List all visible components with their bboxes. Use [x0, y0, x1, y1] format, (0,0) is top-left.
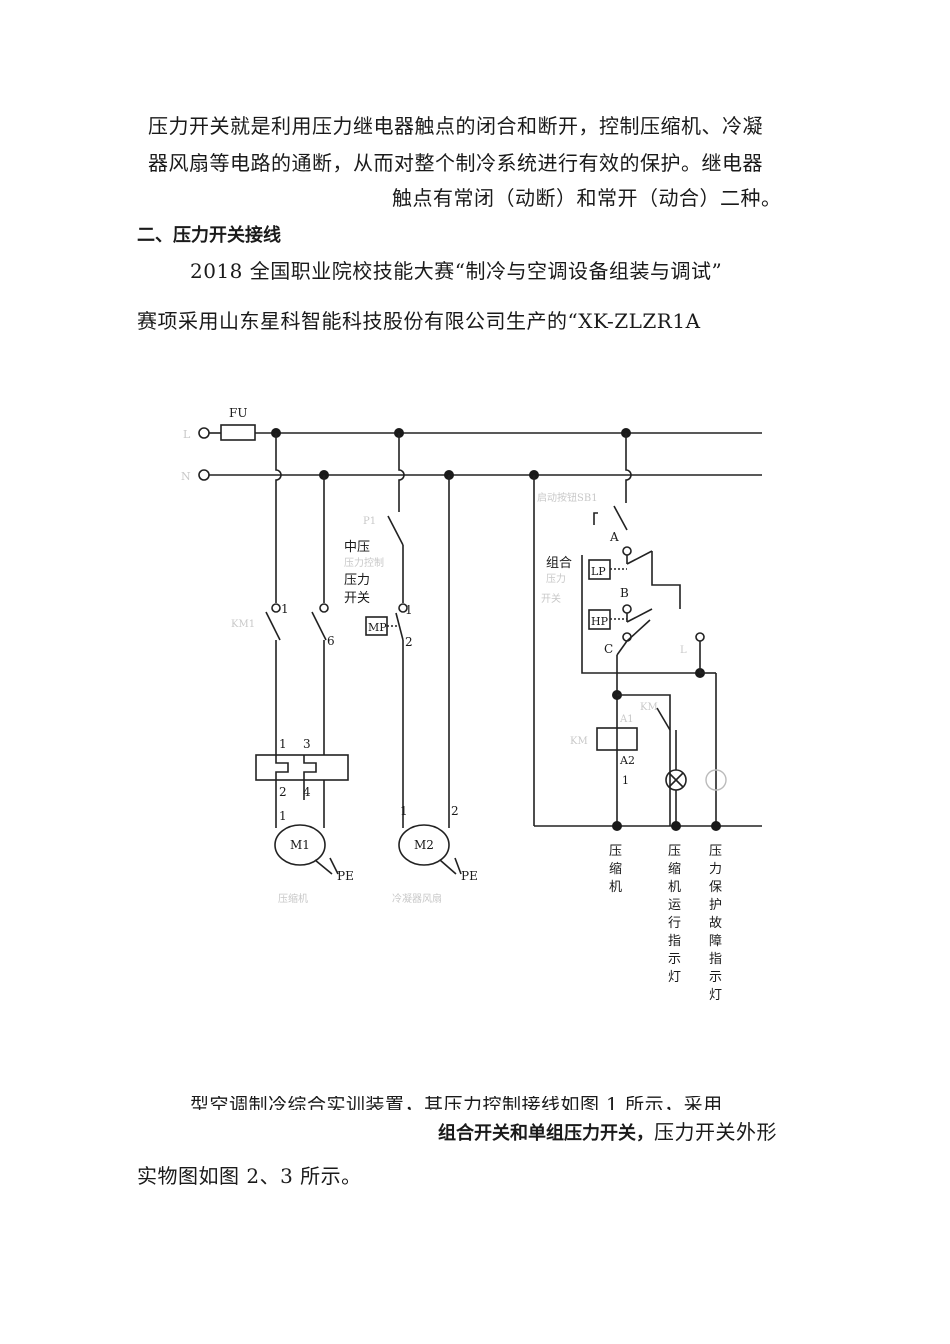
combo-switch-label: 组合	[546, 556, 572, 571]
thermal-relay	[255, 754, 349, 781]
label-n: N	[181, 470, 191, 483]
svg-text:压力控制: 压力控制	[344, 556, 384, 569]
svg-text:机: 机	[668, 880, 681, 895]
svg-text:KM: KM	[570, 736, 588, 747]
label-compressor-run-lamp: 压 缩 机 运 行 指 示 灯	[668, 844, 681, 985]
svg-text:护: 护	[709, 898, 722, 913]
svg-text:开关: 开关	[541, 592, 561, 605]
svg-text:压: 压	[709, 844, 722, 859]
svg-text:示: 示	[709, 970, 722, 985]
motor-m2-label: M2	[414, 838, 434, 852]
figure-caption-cut: 型空调制冷综合实训装置，其压力控制接线如图 1 所示，采用	[190, 1096, 723, 1110]
svg-text:A2: A2	[619, 754, 635, 767]
hp-label: HP	[591, 615, 609, 628]
svg-text:KM: KM	[640, 702, 658, 713]
fuse	[220, 424, 256, 441]
mid-pressure-label-2: 压力	[344, 573, 370, 588]
svg-text:2: 2	[405, 635, 413, 649]
svg-text:启动按钮SB1: 启动按钮SB1	[537, 491, 598, 504]
terminal-l	[198, 427, 210, 439]
svg-text:KM1: KM1	[231, 619, 255, 630]
mp-label: MP	[368, 621, 387, 634]
mid-pressure-label-3: 开关	[344, 591, 370, 606]
para1-line2: 器风扇等电路的通断，从而对整个制冷系统进行有效的保护。继电器	[148, 151, 763, 175]
svg-text:压: 压	[668, 844, 681, 859]
svg-text:缩: 缩	[668, 861, 681, 877]
mid-pressure-label-1: 中压	[344, 540, 370, 555]
svg-text:压: 压	[609, 844, 622, 859]
section-heading: 二、压力开关接线	[137, 225, 281, 246]
para3-line2: 实物图如图 2、3 所示。	[137, 1164, 362, 1188]
svg-text:PE: PE	[337, 869, 354, 883]
m1-contact-6: 6	[327, 634, 335, 648]
svg-text:故: 故	[709, 916, 722, 931]
label-pressure-fault-lamp: 压 力 保 护 故 障 指 示 灯	[709, 844, 722, 1003]
svg-text:行: 行	[668, 916, 681, 931]
svg-text:1: 1	[279, 737, 287, 751]
svg-text:缩: 缩	[609, 861, 622, 877]
fault-lamp	[705, 769, 727, 791]
svg-text:P1: P1	[363, 516, 376, 527]
para2-line1: 2018 全国职业院校技能大赛“制冷与空调设备组装与调试”	[190, 259, 723, 283]
para1-line3: 触点有常闭（动断）和常开（动合）二种。	[392, 186, 782, 210]
svg-text:A: A	[609, 530, 619, 544]
para3-line1: 组合开关和单组压力开关，压力开关外形	[438, 1122, 777, 1143]
motor-m1	[274, 824, 326, 866]
para1-line1: 压力开关就是利用压力继电器触点的闭合和断开，控制压缩机、冷凝	[148, 114, 763, 138]
svg-text:L: L	[680, 645, 687, 656]
svg-text:灯: 灯	[709, 988, 722, 1003]
motor-m2	[398, 824, 450, 866]
svg-text:灯: 灯	[668, 970, 681, 985]
lp-label: LP	[591, 565, 606, 578]
svg-text:1: 1	[279, 809, 287, 823]
svg-text:1: 1	[405, 603, 413, 617]
svg-text:压缩机: 压缩机	[278, 892, 308, 905]
terminal-n	[198, 469, 210, 481]
svg-text:3: 3	[303, 737, 311, 751]
label-l: L	[183, 428, 191, 441]
svg-text:4: 4	[303, 785, 311, 799]
label-compressor: 压 缩 机	[609, 844, 622, 895]
pressure-control-wiring-diagram: L N FU 1 6 KM1 1 3 2 4 1 M1 PE 压缩机 P1 中压…	[181, 406, 762, 1003]
svg-text:C: C	[604, 642, 613, 656]
svg-text:PE: PE	[461, 869, 478, 883]
m1-contact-1: 1	[281, 602, 289, 616]
para3-rest: 压力开关外形	[654, 1120, 777, 1144]
motor-m1-label: M1	[290, 838, 310, 852]
svg-text:保: 保	[709, 880, 722, 895]
svg-text:压力: 压力	[546, 572, 566, 585]
para3-bold: 组合开关和单组压力开关，	[438, 1123, 654, 1144]
svg-text:障: 障	[709, 934, 722, 949]
svg-text:指: 指	[709, 952, 722, 967]
para2-line2: 赛项采用山东星科智能科技股份有限公司生产的“XK-ZLZR1A	[137, 309, 701, 333]
contactor-coil	[596, 727, 638, 751]
svg-text:机: 机	[609, 880, 622, 895]
svg-text:2: 2	[279, 785, 287, 799]
svg-text:2: 2	[451, 804, 459, 818]
svg-text:指: 指	[668, 934, 681, 949]
svg-text:运: 运	[668, 898, 681, 913]
svg-text:B: B	[620, 586, 629, 600]
svg-text:1: 1	[622, 774, 629, 787]
svg-text:力: 力	[709, 862, 722, 877]
svg-text:1: 1	[400, 804, 408, 818]
svg-text:示: 示	[668, 952, 681, 967]
svg-text:A1: A1	[619, 714, 634, 725]
svg-text:冷凝器风扇: 冷凝器风扇	[392, 892, 442, 905]
fuse-label: FU	[229, 406, 247, 420]
